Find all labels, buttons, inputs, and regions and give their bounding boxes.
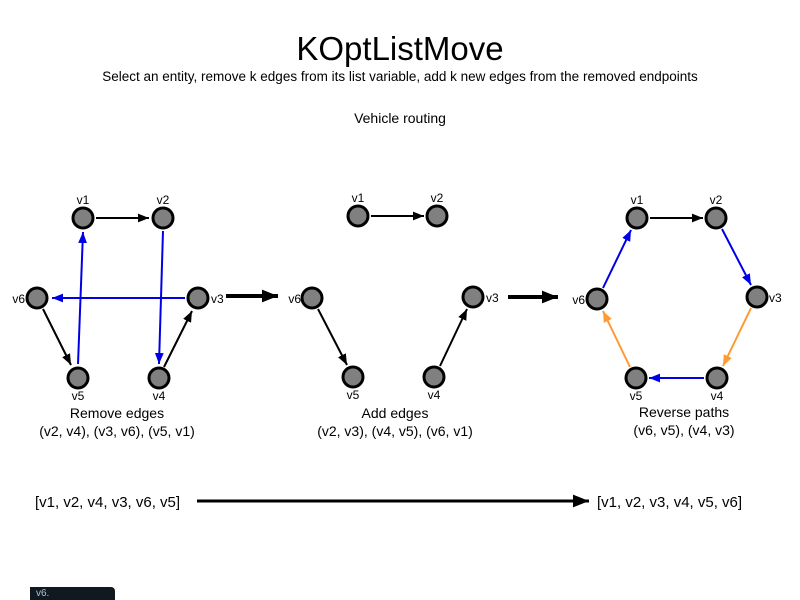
node-v1 — [625, 206, 649, 230]
node-v6 — [300, 286, 324, 310]
node-label-v3: v3 — [211, 292, 224, 306]
status-bar: v6. — [30, 587, 115, 600]
node-v5 — [624, 366, 648, 390]
node-label-v3: v3 — [769, 291, 782, 305]
list-after: [v1, v2, v3, v4, v5, v6] — [597, 494, 742, 511]
node-label-v4: v4 — [428, 388, 441, 402]
caption-add-edges: Add edges — [362, 405, 429, 421]
page-subtitle: Select an entity, remove k edges from it… — [102, 69, 698, 84]
edge-v5-v6 — [602, 310, 631, 368]
graph-remove-edges: v1 v2 v6 v3 v5 v4 Remove edges (v2, v4),… — [12, 193, 224, 439]
node-v6 — [585, 287, 609, 311]
edge-v4-v3 — [163, 310, 193, 368]
caption-reverse-paths: Reverse paths — [639, 404, 729, 420]
edge-v6-v1 — [602, 229, 632, 289]
node-v3 — [186, 286, 210, 310]
node-label-v5: v5 — [630, 389, 643, 403]
node-v1 — [71, 206, 95, 230]
list-before: [v1, v2, v4, v3, v6, v5] — [35, 494, 180, 511]
node-label-v2: v2 — [157, 193, 170, 207]
node-label-v2: v2 — [710, 193, 723, 207]
node-v4 — [705, 366, 729, 390]
node-v5 — [66, 366, 90, 390]
node-v3 — [745, 285, 769, 309]
caption-add-edges-list: (v2, v3), (v4, v5), (v6, v1) — [317, 423, 473, 439]
node-label-v1: v1 — [77, 193, 90, 207]
edge-v6-v5 — [42, 308, 72, 366]
node-label-v5: v5 — [347, 388, 360, 402]
node-label-v6: v6 — [572, 293, 585, 307]
caption-remove-edges-list: (v2, v4), (v3, v6), (v5, v1) — [39, 423, 195, 439]
graph-add-edges: v1 v2 v6 v3 v5 v4 Add edges (v2, v3), (v… — [288, 191, 499, 439]
node-label-v5: v5 — [72, 389, 85, 403]
edge-v3-v4 — [722, 307, 752, 367]
node-v5 — [341, 365, 365, 389]
node-v2 — [151, 206, 175, 230]
edge-v2-v3 — [721, 228, 752, 286]
node-v2 — [425, 204, 449, 228]
page-title: KOptListMove — [296, 30, 504, 67]
graph-reverse-paths: v1 v2 v6 v3 v5 v4 Reverse paths (v6, v5)… — [572, 193, 782, 438]
node-label-v4: v4 — [711, 389, 724, 403]
node-label-v1: v1 — [631, 193, 644, 207]
edge-v6-v5 — [317, 308, 348, 366]
node-label-v6: v6 — [288, 292, 301, 306]
node-v3 — [461, 285, 485, 309]
node-label-v4: v4 — [153, 389, 166, 403]
caption-reverse-paths-list: (v6, v5), (v4, v3) — [633, 422, 734, 438]
node-label-v6: v6 — [12, 292, 25, 306]
footer-lists: [v1, v2, v4, v3, v6, v5] [v1, v2, v3, v4… — [35, 494, 742, 511]
node-v2 — [704, 206, 728, 230]
node-v4 — [147, 366, 171, 390]
edge-v4-v3 — [439, 308, 468, 367]
caption-remove-edges: Remove edges — [70, 405, 164, 421]
node-label-v1: v1 — [352, 191, 365, 205]
context-label: Vehicle routing — [354, 110, 446, 126]
node-v1 — [346, 204, 370, 228]
node-v6 — [25, 286, 49, 310]
node-label-v2: v2 — [431, 191, 444, 205]
status-bar-text: v6. — [36, 588, 50, 599]
node-v4 — [422, 365, 446, 389]
node-label-v3: v3 — [486, 291, 499, 305]
